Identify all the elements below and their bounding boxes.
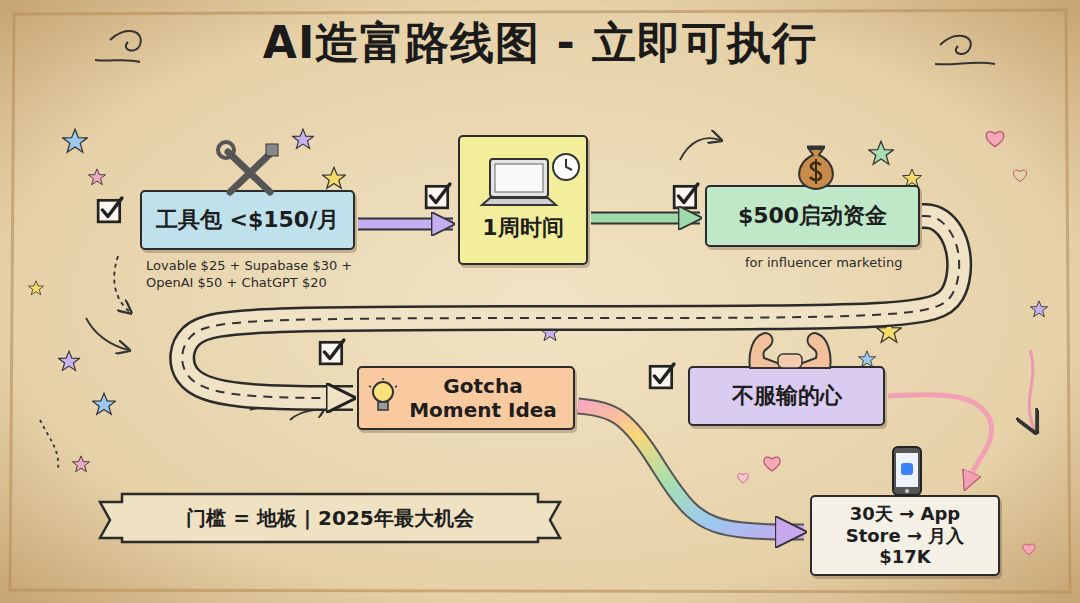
funding-note: for influencer marketing: [745, 255, 945, 272]
connector-stroke: [358, 220, 453, 229]
node-icon: [890, 445, 926, 499]
funding-box: $500启动资金: [705, 185, 920, 247]
flow-connector: [591, 218, 700, 219]
flow-connector: [358, 224, 453, 225]
paper-edge: [10, 10, 1070, 592]
node-label: 30天 → App Store → 月入$17K: [830, 503, 980, 568]
node-label: Gotcha Moment Idea: [403, 374, 563, 422]
time-box: 1周时间: [458, 135, 588, 265]
node-label: 1周时间: [482, 215, 563, 241]
tool-cost-note: Lovable $25 + Supabase $30 + OpenAI $50 …: [146, 258, 361, 292]
node-icon: [367, 378, 399, 418]
node-label: $500启动资金: [738, 203, 887, 229]
node-label: 工具包 <$150/月: [156, 207, 339, 233]
node-icon: [740, 324, 840, 372]
result-box: 30天 → App Store → 月入$17K: [810, 495, 1000, 576]
mindset-box: 不服输的心: [688, 366, 885, 426]
node-icon: [791, 137, 841, 191]
tool-box: 工具包 <$150/月: [140, 190, 355, 250]
stars: [28, 129, 1047, 472]
connector-stroke: [591, 212, 700, 225]
connector-stroke: [888, 395, 992, 489]
page-title: AI造富路线图 - 立即可执行: [0, 14, 1080, 73]
node-icon: [482, 153, 582, 217]
idea-box: Gotcha Moment Idea: [357, 366, 575, 430]
threshold-banner: 门槛 = 地板 | 2025年最大机会: [120, 494, 540, 542]
node-icon: [214, 140, 284, 198]
connector-stroke: [591, 214, 700, 223]
doodle-arrows: [40, 138, 1035, 470]
flow-connector: [888, 395, 992, 489]
node-label: 不服输的心: [732, 383, 842, 409]
connector-stroke: [358, 218, 453, 231]
node-label: 门槛 = 地板 | 2025年最大机会: [186, 506, 474, 530]
